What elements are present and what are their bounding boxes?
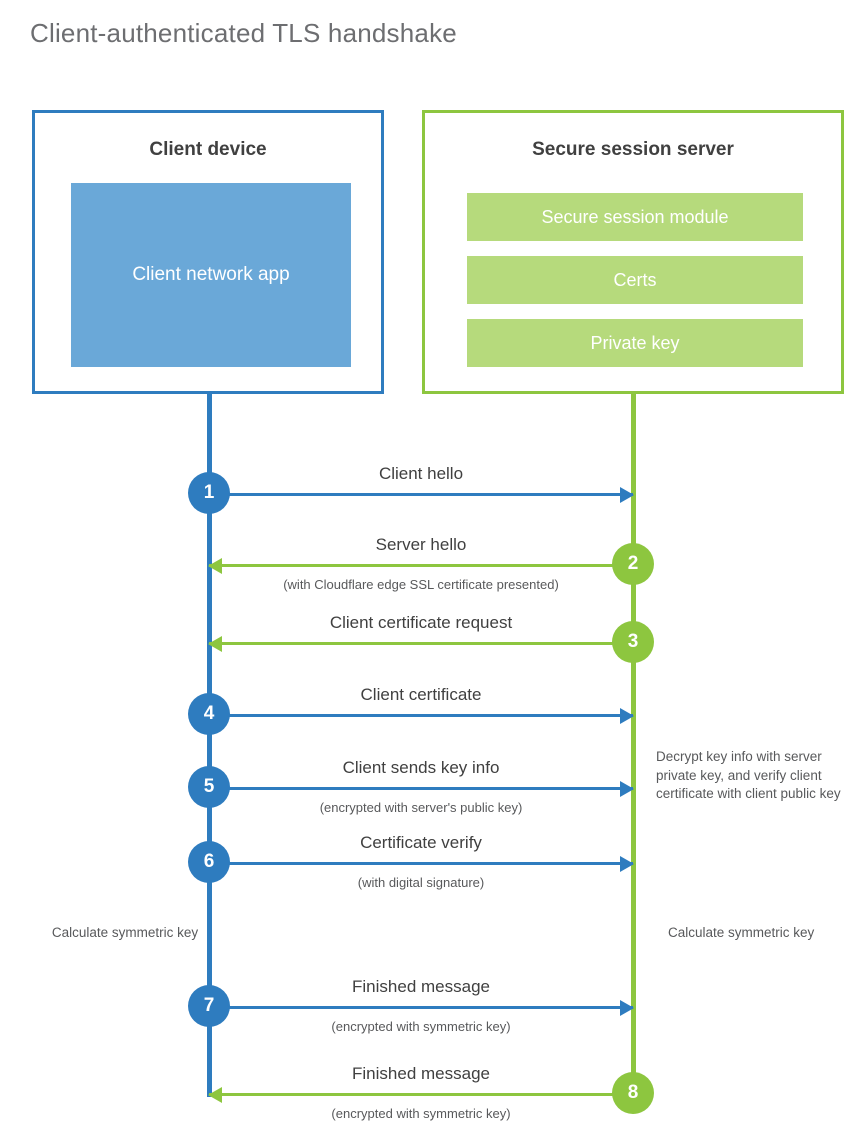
arrow-head-icon	[620, 708, 634, 724]
server-component-private-key: Private key	[467, 319, 803, 367]
server-component-certs: Certs	[467, 256, 803, 304]
arrow-head-icon	[620, 487, 634, 503]
note-decrypt-key-info: Decrypt key info with server private key…	[656, 749, 841, 802]
message-7-line	[209, 1006, 633, 1009]
message-3-label: Client certificate request	[329, 613, 513, 632]
step-badge-4: 4	[188, 693, 230, 735]
step-badge-8: 8	[612, 1072, 654, 1114]
message-3-line	[209, 642, 633, 645]
server-component-secure-session-module: Secure session module	[467, 193, 803, 241]
step-badge-3: 3	[612, 621, 654, 663]
step-badge-7: 7	[188, 985, 230, 1027]
step-badge-5: 5	[188, 766, 230, 808]
message-1-line	[209, 493, 633, 496]
arrow-head-icon	[208, 1087, 222, 1103]
server-lifeline	[631, 391, 636, 1093]
message-8-sublabel: (encrypted with symmetric key)	[331, 1106, 511, 1121]
message-5-sublabel: (encrypted with server's public key)	[319, 800, 523, 815]
client-lifeline	[207, 391, 212, 1097]
note-calculate-symmetric-key-server: Calculate symmetric key	[668, 925, 815, 940]
arrow-head-icon	[620, 1000, 634, 1016]
step-badge-2: 2	[612, 543, 654, 585]
message-4-label: Client certificate	[360, 685, 482, 704]
message-2-line	[209, 564, 633, 567]
client-device-title: Client device	[149, 139, 267, 160]
step-badge-6: 6	[188, 841, 230, 883]
page-title: Client-authenticated TLS handshake	[30, 18, 457, 48]
message-2-label: Server hello	[375, 535, 467, 554]
note-calculate-symmetric-key-client: Calculate symmetric key	[51, 925, 199, 940]
client-device-box: Client device Client network app	[32, 110, 384, 394]
message-7-sublabel: (encrypted with symmetric key)	[331, 1019, 511, 1034]
message-6-line	[209, 862, 633, 865]
message-2-sublabel: (with Cloudflare edge SSL certificate pr…	[283, 577, 559, 592]
step-badge-1: 1	[188, 472, 230, 514]
message-1-label: Client hello	[378, 464, 464, 483]
secure-session-server-box: Secure session server Secure session mod…	[422, 110, 844, 394]
message-4-line	[209, 714, 633, 717]
secure-session-server-title: Secure session server	[532, 139, 734, 160]
message-8-label: Finished message	[352, 1064, 490, 1083]
message-6-sublabel: (with digital signature)	[357, 875, 485, 890]
message-5-label: Client sends key info	[342, 758, 500, 777]
message-8-line	[209, 1093, 633, 1096]
message-5-line	[209, 787, 633, 790]
client-network-app-block: Client network app	[71, 183, 351, 367]
arrow-head-icon	[208, 636, 222, 652]
arrow-head-icon	[620, 781, 634, 797]
message-6-label: Certificate verify	[360, 833, 482, 852]
arrow-head-icon	[620, 856, 634, 872]
message-7-label: Finished message	[352, 977, 490, 996]
arrow-head-icon	[208, 558, 222, 574]
